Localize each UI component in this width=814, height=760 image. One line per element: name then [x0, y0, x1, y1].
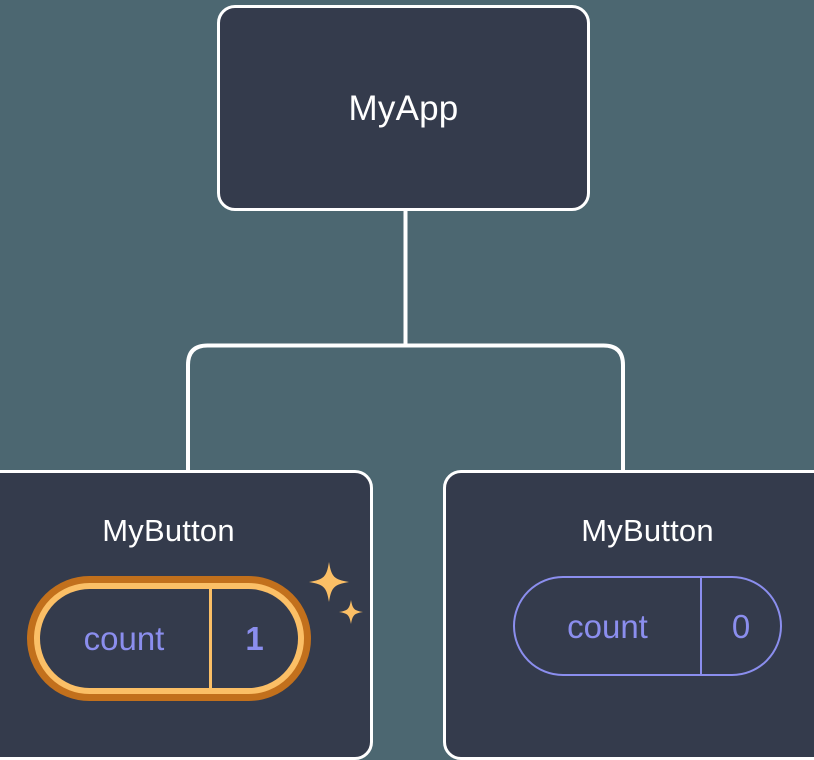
state-badge-right-wrap: count 0	[513, 576, 782, 676]
state-key-right: count	[567, 607, 648, 645]
diagram-canvas: MyApp MyButton count 1 MyButton count	[0, 5, 814, 760]
edge-bus	[186, 343, 625, 470]
state-badge-left[interactable]: count 1	[26, 576, 311, 701]
state-badge-left-inner: count 1	[39, 589, 298, 688]
node-mybutton-left[interactable]: MyButton count 1	[0, 470, 373, 760]
node-myapp[interactable]: MyApp	[217, 5, 590, 211]
sparkle-icon	[308, 562, 349, 602]
node-myapp-label: MyApp	[348, 88, 459, 128]
sparkle-icon	[338, 600, 363, 624]
state-divider-right	[700, 578, 702, 674]
node-mybutton-left-label: MyButton	[102, 513, 235, 548]
state-divider-left	[208, 589, 212, 688]
node-mybutton-right-label: MyButton	[581, 513, 714, 548]
sparkle-group	[308, 562, 363, 624]
state-badge-right[interactable]: count 0	[513, 576, 782, 676]
state-badge-left-wrap: count 1	[26, 562, 363, 701]
state-value-right: 0	[731, 607, 751, 645]
state-value-left: 1	[245, 620, 264, 657]
state-key-left: count	[83, 620, 165, 657]
node-mybutton-right[interactable]: MyButton count 0	[443, 470, 814, 760]
